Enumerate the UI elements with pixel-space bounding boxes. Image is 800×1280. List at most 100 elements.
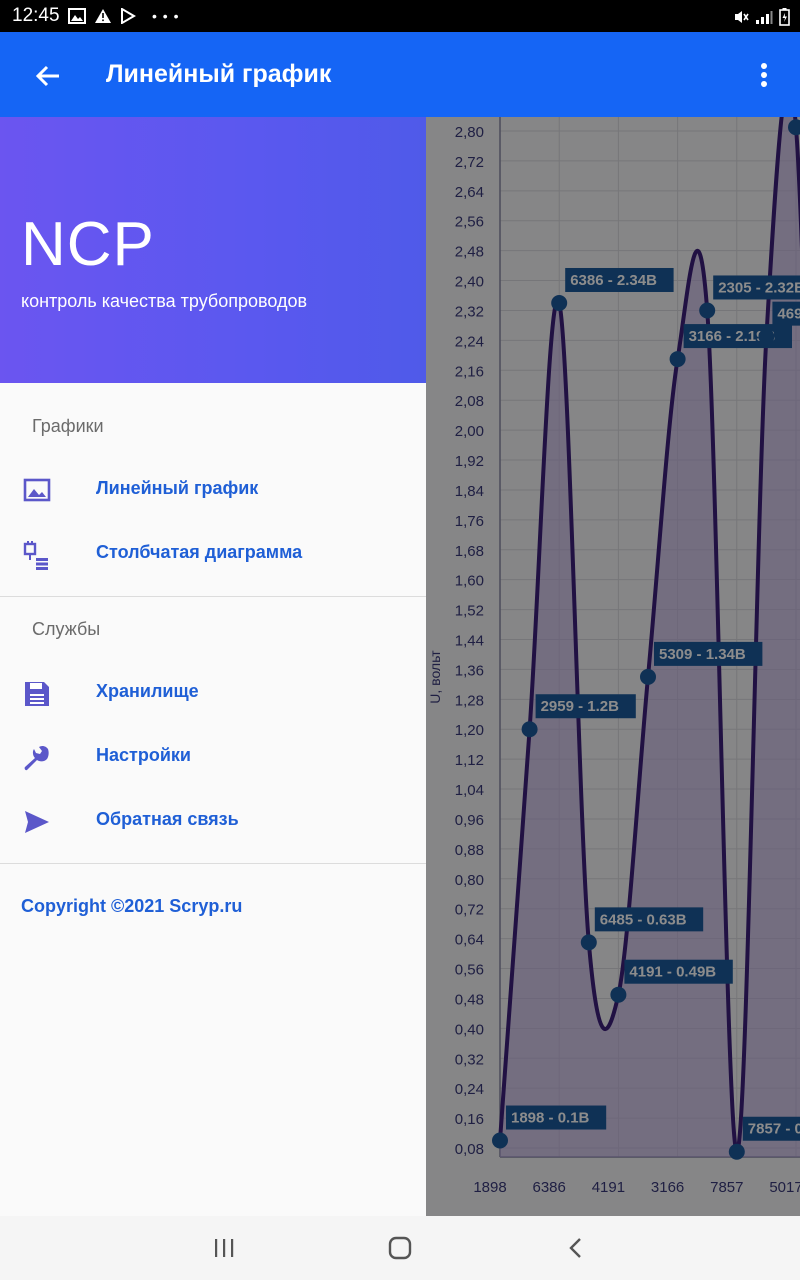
data-label-box [565, 267, 674, 292]
data-label: 7857 - 0.07В [748, 1121, 800, 1138]
y-tick-label: 0,08 [455, 1141, 484, 1158]
status-left-icons: • • • [68, 8, 179, 24]
menu-item-line-chart[interactable]: Линейный график [0, 460, 426, 520]
home-icon [388, 1236, 412, 1260]
data-label-box [742, 1116, 800, 1141]
image-icon [68, 8, 86, 24]
data-label-box [535, 694, 636, 719]
wrench-icon [24, 745, 49, 771]
home-button[interactable] [380, 1232, 420, 1264]
arrow-back-icon [35, 65, 59, 87]
status-bar: 12:45 • • • [0, 0, 800, 32]
y-tick-label: 0,56 [455, 962, 484, 979]
data-label-box [624, 959, 733, 984]
data-label-box [654, 641, 763, 666]
y-tick-label: 2,00 [455, 423, 484, 440]
data-point [699, 302, 716, 319]
system-back-button[interactable] [556, 1232, 596, 1264]
y-tick-label: 2,08 [455, 393, 484, 410]
y-tick-label: 2,80 [455, 124, 484, 141]
more-dots-icon: • • • [152, 8, 180, 24]
x-tick-label: 5017 [769, 1179, 800, 1196]
y-tick-label: 1,04 [455, 782, 484, 799]
y-tick-label: 0,96 [455, 812, 484, 829]
copyright-link[interactable]: Copyright ©2021 Scryp.ru [21, 896, 243, 916]
data-label: 5309 - 1.34В [659, 646, 746, 663]
data-label: 4191 - 0.49В [629, 964, 716, 981]
line-chart: 2,802,722,642,562,482,402,322,242,162,08… [427, 117, 800, 1196]
data-point [551, 294, 568, 311]
save-disk-icon [25, 682, 49, 706]
bar-diagram-icon [23, 541, 48, 570]
y-tick-label: 1,36 [455, 662, 484, 679]
data-label-box [713, 275, 800, 300]
x-tick-label: 3166 [651, 1179, 684, 1196]
back-button[interactable] [24, 56, 72, 96]
y-tick-label: 1,68 [455, 543, 484, 560]
y-tick-label: 1,76 [455, 513, 484, 530]
battery-icon [779, 8, 790, 26]
drawer-header: NCP контроль качества трубопроводов [0, 117, 426, 383]
y-tick-label: 1,20 [455, 722, 484, 739]
menu-item-label: Обратная связь [96, 809, 239, 829]
y-tick-label: 1,84 [455, 483, 484, 500]
x-tick-label: 1898 [473, 1179, 506, 1196]
data-label: 4695 - 2.25 [777, 306, 800, 323]
y-tick-label: 2,56 [455, 214, 484, 231]
y-tick-label: 0,48 [455, 991, 484, 1008]
data-point [788, 119, 800, 136]
x-tick-label: 6386 [533, 1179, 566, 1196]
data-point [580, 934, 597, 951]
data-label: 2305 - 2.32В [718, 279, 800, 296]
y-tick-label: 1,28 [455, 692, 484, 709]
y-tick-label: 1,92 [455, 453, 484, 470]
y-tick-label: 1,12 [455, 752, 484, 769]
image-icon [23, 478, 51, 502]
y-tick-label: 2,48 [455, 244, 484, 261]
mute-icon [735, 11, 749, 23]
menu-item-storage[interactable]: Хранилище [0, 663, 426, 723]
y-tick-label: 2,24 [455, 333, 484, 350]
menu-item-bar-diagram[interactable]: Столбчатая диаграмма [0, 524, 426, 584]
data-label: 1898 - 0.1В [511, 1110, 590, 1127]
section-title-charts: Графики [32, 416, 104, 436]
recent-apps-icon [215, 1239, 234, 1257]
y-tick-label: 0,80 [455, 872, 484, 889]
data-label: 6386 - 2.34В [570, 272, 657, 289]
overflow-menu-button[interactable] [752, 58, 776, 92]
y-tick-label: 0,64 [455, 932, 484, 949]
y-tick-label: 1,44 [455, 633, 484, 650]
navigation-drawer: NCP контроль качества трубопроводов Граф… [0, 117, 426, 1216]
y-tick-label: 0,16 [455, 1111, 484, 1128]
menu-item-label: Столбчатая диаграмма [96, 542, 303, 562]
data-point [669, 351, 686, 368]
menu-item-label: Хранилище [96, 681, 199, 701]
x-tick-label: 4191 [592, 1179, 625, 1196]
warning-icon [95, 9, 111, 23]
menu-item-label: Настройки [96, 745, 191, 765]
y-tick-label: 0,88 [455, 842, 484, 859]
data-label-box [506, 1105, 607, 1130]
drawer-divider [0, 596, 426, 597]
y-tick-label: 2,64 [455, 184, 484, 201]
data-label: 2959 - 1.2В [541, 698, 620, 715]
y-tick-label: 0,72 [455, 902, 484, 919]
menu-item-feedback[interactable]: Обратная связь [0, 791, 426, 851]
drawer-divider [0, 863, 426, 864]
data-label: 3166 - 2.19В [689, 328, 776, 345]
play-store-icon [121, 8, 136, 24]
status-right-icons [733, 8, 790, 26]
system-nav-bar [0, 1216, 800, 1280]
y-tick-label: 2,72 [455, 154, 484, 171]
drawer-subtitle: контроль качества трубопроводов [21, 291, 308, 311]
menu-item-settings[interactable]: Настройки [0, 727, 426, 787]
drawer-app-name: NCP [21, 210, 155, 279]
status-time: 12:45 [12, 5, 60, 26]
y-tick-label: 2,32 [455, 303, 484, 320]
recent-apps-button[interactable] [204, 1232, 244, 1264]
overflow-menu-icon [761, 63, 767, 87]
y-tick-label: 1,60 [455, 573, 484, 590]
y-axis-label: U, вольт [427, 650, 443, 704]
y-tick-label: 0,32 [455, 1051, 484, 1068]
